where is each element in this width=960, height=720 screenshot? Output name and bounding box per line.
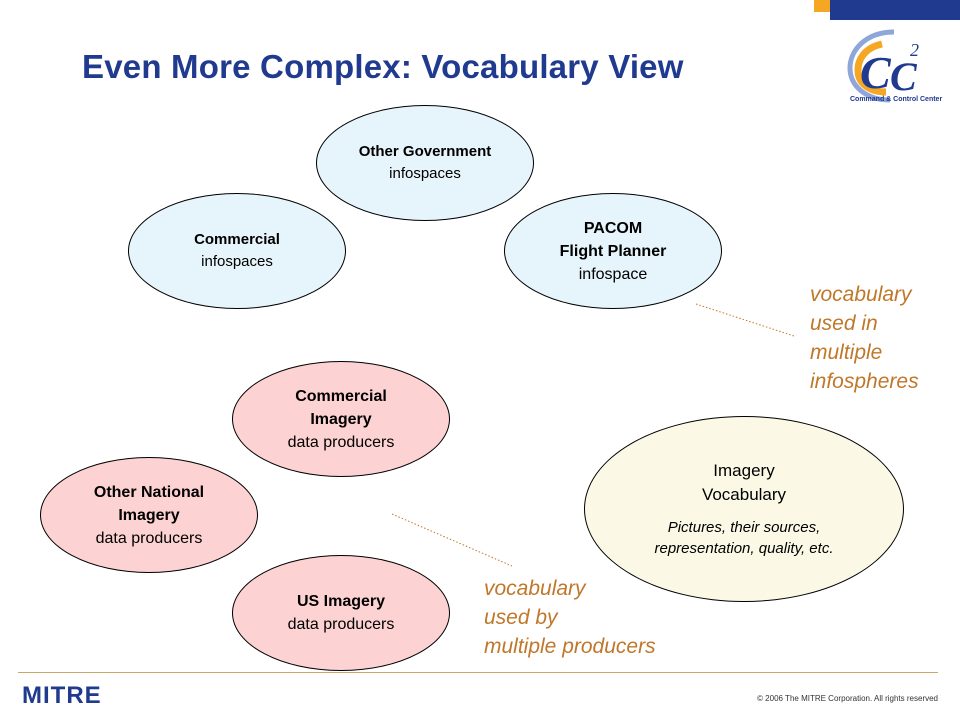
annotation-line: multiple producers — [484, 635, 656, 658]
ellipse-label-name: Commercial — [194, 231, 280, 248]
ellipse-label-sub: infospaces — [201, 253, 273, 270]
annotation-line: infospheres — [810, 370, 919, 393]
annotation-producers: vocabulary used by multiple producers — [484, 574, 656, 661]
annotation-line: used in — [810, 312, 878, 335]
mitre-logo: MITRE — [22, 682, 102, 709]
ellipse-other-government-infospaces[interactable]: Other Government infospaces — [316, 105, 534, 221]
vocabulary-note-2: representation, quality, etc. — [654, 540, 834, 557]
ellipse-imagery-vocabulary[interactable]: Imagery Vocabulary Pictures, their sourc… — [584, 416, 904, 602]
ellipse-label-sub: infospaces — [389, 165, 461, 182]
footer-divider — [18, 672, 938, 673]
ellipse-label-name-1: Other National — [93, 483, 205, 501]
c2c-logo: C C 2 Command & Control Center — [846, 26, 946, 110]
corner-accent-blue — [830, 0, 960, 20]
ellipse-commercial-imagery-producers[interactable]: Commercial Imagery data producers — [232, 361, 450, 477]
annotation-line: used by — [484, 606, 558, 629]
vocabulary-note-1: Pictures, their sources, — [667, 519, 821, 536]
ellipse-label-sub: data producers — [95, 529, 203, 547]
ellipse-label-name-2: Flight Planner — [559, 242, 667, 260]
ellipse-label-name-1: PACOM — [583, 219, 643, 237]
ellipse-label-name-1: Commercial — [295, 387, 387, 405]
ellipse-label-sub: data producers — [287, 616, 395, 633]
svg-text:C: C — [860, 47, 892, 98]
ellipse-us-imagery-producers[interactable]: US Imagery data producers — [232, 555, 450, 671]
vocabulary-title-2: Vocabulary — [701, 485, 787, 504]
svg-text:2: 2 — [910, 40, 919, 60]
logo-caption: Command & Control Center — [850, 96, 943, 103]
ellipse-pacom-flight-planner[interactable]: PACOM Flight Planner infospace — [504, 193, 722, 309]
c2c-logo-icon: C C 2 — [847, 29, 919, 103]
ellipse-label-name-2: Imagery — [310, 410, 372, 428]
copyright-notice: © 2006 The MITRE Corporation. All rights… — [757, 694, 938, 703]
vocabulary-title-1: Imagery — [713, 461, 775, 480]
ellipse-other-national-imagery-producers[interactable]: Other National Imagery data producers — [40, 457, 258, 573]
annotation-line: vocabulary — [810, 283, 912, 306]
connector-infospheres — [695, 303, 795, 337]
ellipse-label-name-2: Imagery — [118, 506, 180, 524]
ellipse-label-sub: infospace — [578, 265, 648, 283]
corner-accent-orange — [814, 0, 830, 12]
connector-producers — [391, 513, 513, 567]
ellipse-label-sub: data producers — [287, 433, 395, 451]
annotation-line: multiple — [810, 341, 883, 364]
ellipse-commercial-infospaces[interactable]: Commercial infospaces — [128, 193, 346, 309]
annotation-line: vocabulary — [484, 577, 586, 600]
annotation-infospheres: vocabulary used in multiple infospheres — [810, 280, 919, 396]
svg-text:C: C — [890, 54, 918, 99]
ellipse-label-name: Other Government — [358, 143, 492, 160]
ellipse-label-name: US Imagery — [296, 593, 386, 610]
slide-title: Even More Complex: Vocabulary View — [82, 48, 684, 85]
